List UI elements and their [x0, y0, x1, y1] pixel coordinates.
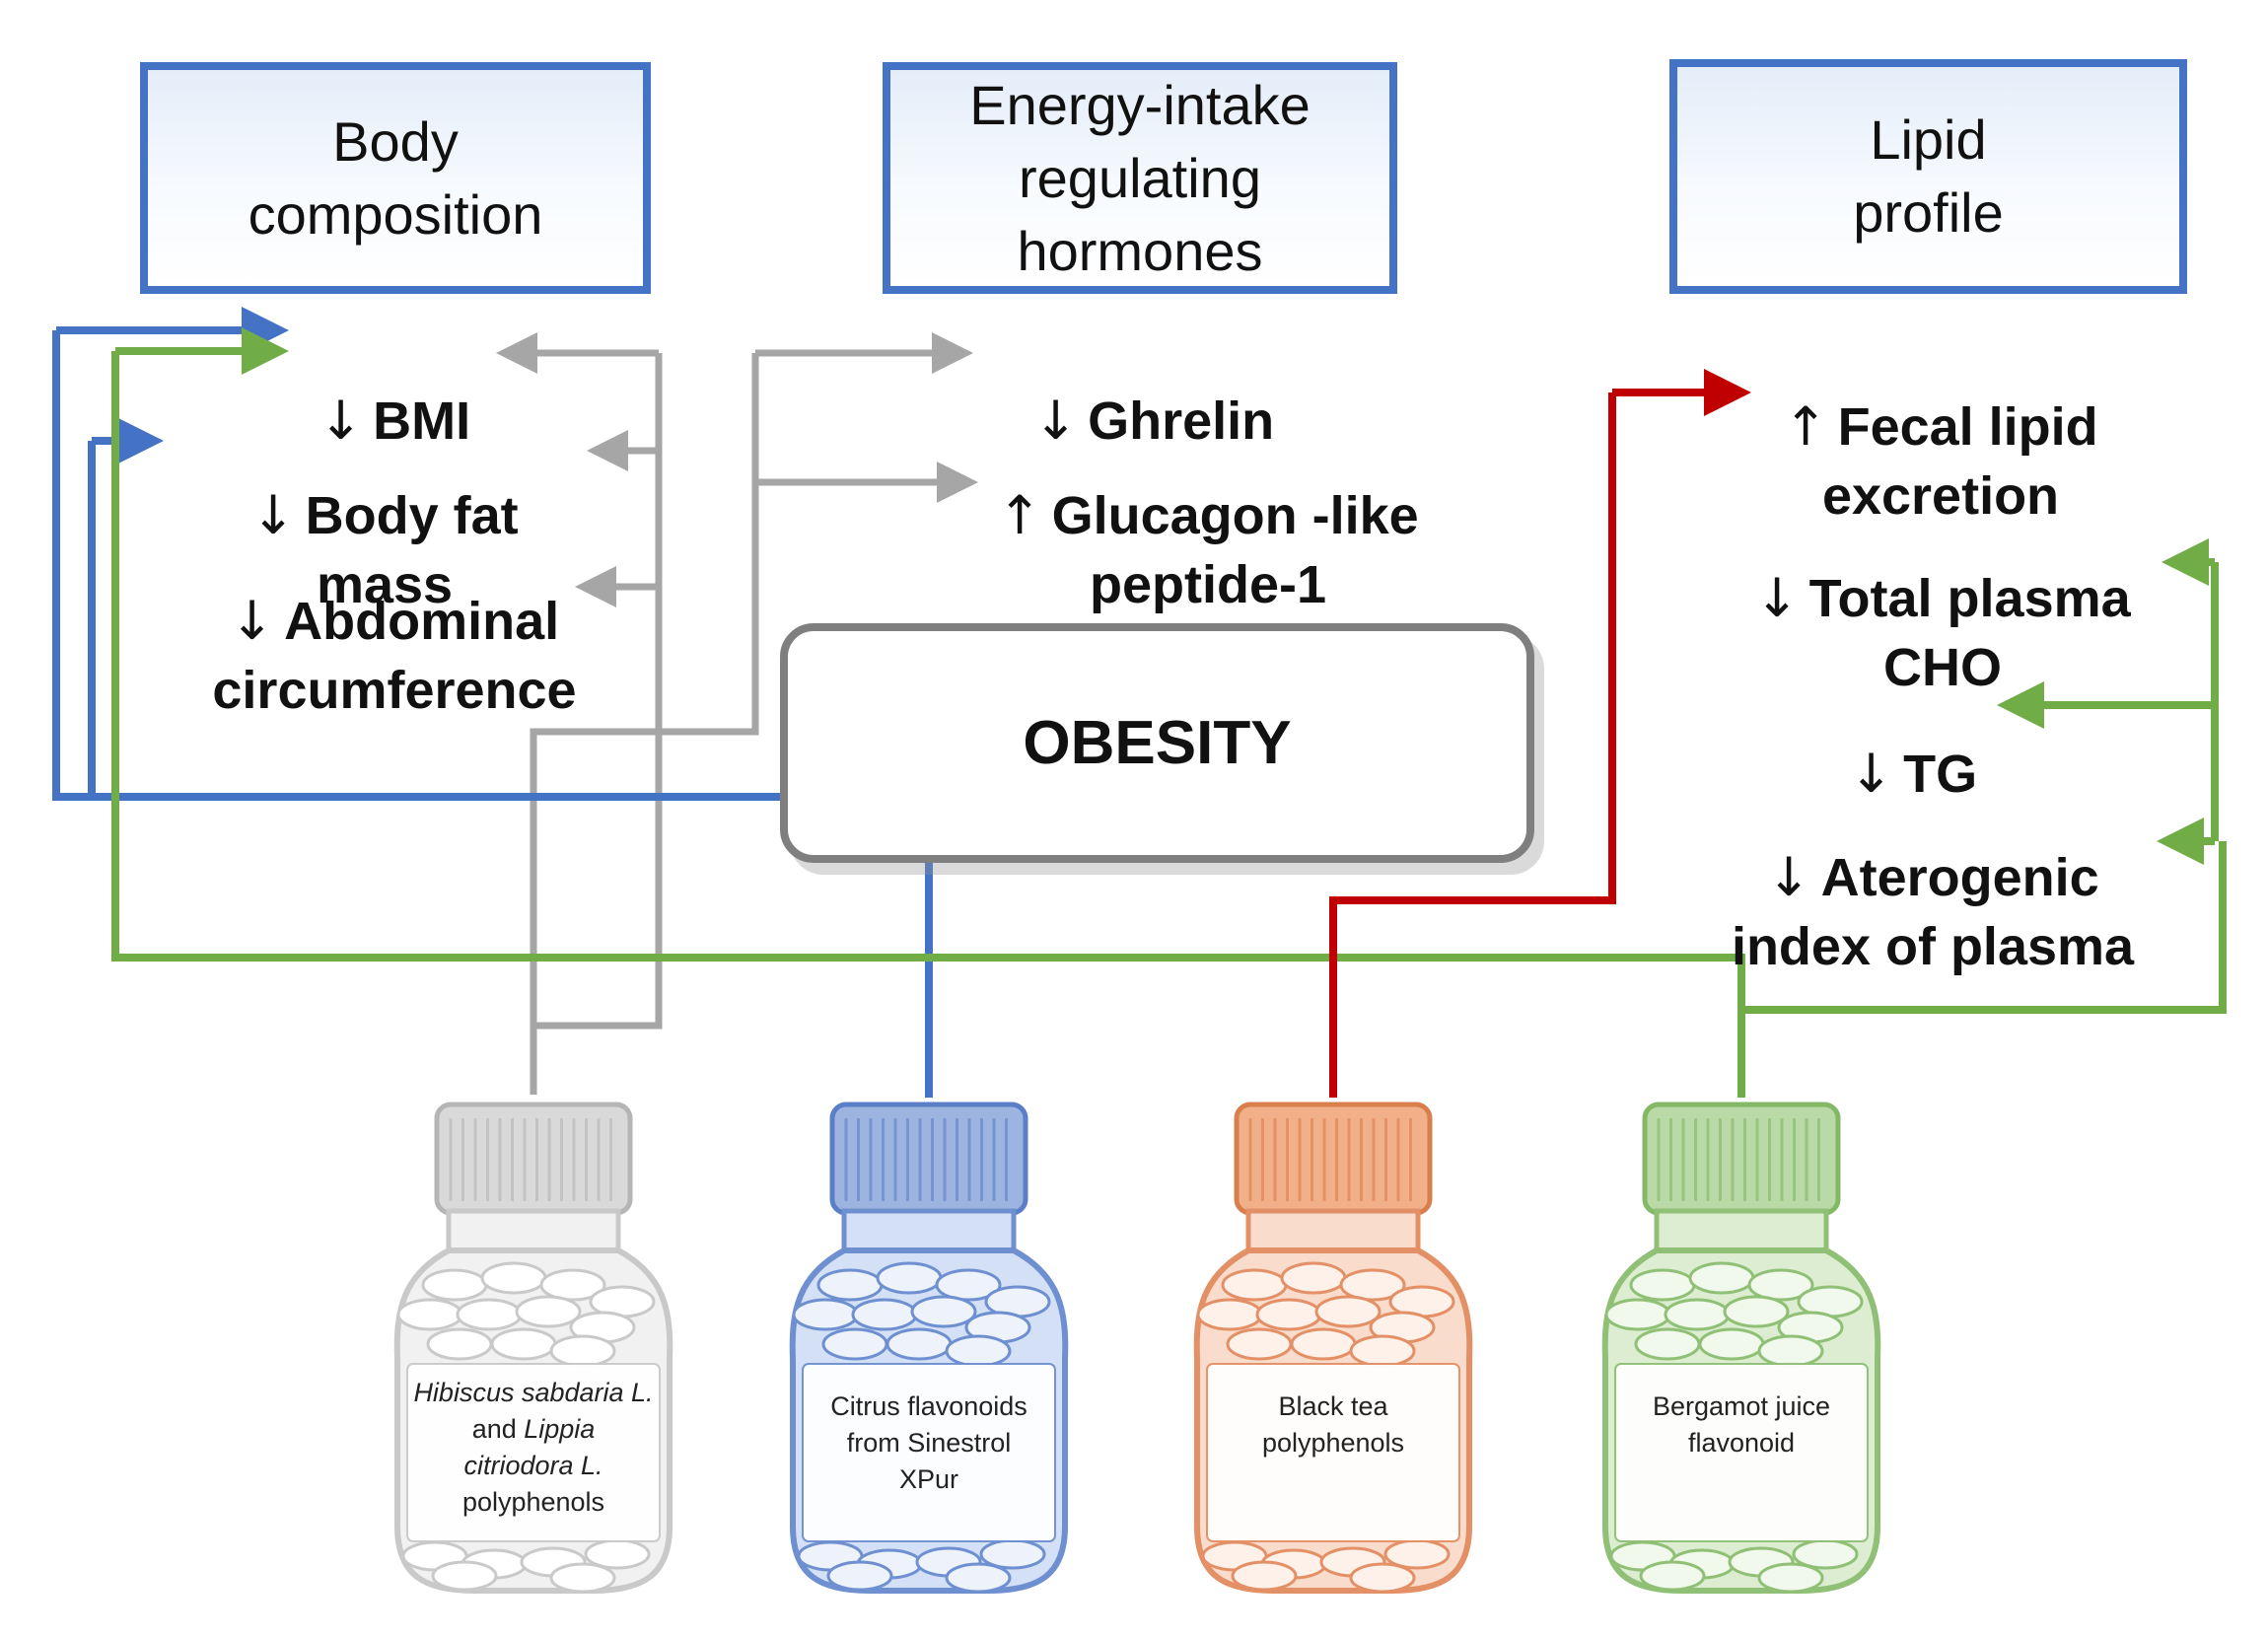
red-main-line: [1329, 392, 1616, 1098]
aip-text: Aterogenic index of plasma: [1731, 848, 2135, 976]
body-fat-text: Body fat mass: [305, 486, 519, 614]
blue-obesity-to-body-line: [52, 330, 780, 801]
fecal-text: Fecal lipid excretion: [1821, 397, 2098, 526]
green-to-lipid-line: [1741, 841, 2227, 1014]
down-arrow-icon: ↓: [229, 590, 275, 652]
bmi-item: ↓BMI: [296, 318, 493, 456]
obesity-box: OBESITY: [780, 623, 1534, 863]
down-arrow-icon: ↓: [1766, 846, 1811, 908]
down-arrow-icon: ↓: [250, 484, 296, 546]
italic-label-text: citriodora L.: [463, 1451, 603, 1480]
label-text: polyphenols: [461, 1487, 605, 1517]
lipid-profile-title: Lipid profile: [1853, 108, 2004, 244]
bmi-text: BMI: [373, 392, 471, 451]
cho-item: ↓Total plasma CHO: [1736, 495, 2150, 702]
bottle-label: Bergamot juice flavonoid: [1652, 1391, 1831, 1458]
hormones-box: Energy-intake regulating hormones: [883, 62, 1397, 294]
gray-trunk-line: [530, 353, 663, 1095]
red-connectors: [1329, 369, 1751, 1098]
green-connectors: [111, 327, 2227, 1098]
down-arrow-icon: ↓: [1032, 390, 1079, 452]
bottle-citrus-flavonoids: Citrus flavonoids from Sinestrol XPur: [781, 1093, 1077, 1605]
aip-item: ↓Aterogenic index of plasma: [1711, 774, 2155, 981]
tg-item: ↓TG: [1824, 671, 2002, 809]
bottle-graphic: [1193, 1102, 1473, 1594]
body-fat-item: ↓Body fat mass: [177, 412, 592, 619]
italic-label-text: Hibiscus sabdaria L.: [413, 1378, 654, 1407]
bottle-label: Hibiscus sabdaria L. and Lippia citriodo…: [399, 1375, 668, 1521]
cho-text: Total plasma CHO: [1808, 569, 2131, 697]
obesity-title: OBESITY: [1023, 709, 1292, 777]
down-arrow-icon: ↓: [318, 390, 364, 452]
body-composition-title: Body composition: [248, 109, 543, 246]
label-text: and: [471, 1414, 517, 1444]
bottle-graphic: [393, 1102, 673, 1594]
gray-connectors: [496, 332, 978, 1095]
glp1-item: ↑Glucagon -like peptide-1: [981, 412, 1435, 619]
bottle-black-tea: Black tea polyphenols: [1185, 1093, 1481, 1605]
bottle-hibiscus-lippia: Hibiscus sabdaria L. and Lippia citriodo…: [386, 1093, 681, 1605]
tg-text: TG: [1903, 745, 1978, 804]
lipid-profile-box: Lipid profile: [1669, 59, 2187, 294]
down-arrow-icon: ↓: [1754, 567, 1800, 629]
up-arrow-icon: ↑: [1783, 395, 1828, 458]
hormones-title: Energy-intake regulating hormones: [969, 73, 1311, 282]
bottle-label: Black tea polyphenols: [1261, 1391, 1405, 1458]
abdominal-text: Abdominal circumference: [212, 592, 577, 720]
up-arrow-icon: ↑: [997, 484, 1042, 546]
green-main-line: [111, 351, 1745, 1098]
bottle-label: Citrus flavonoids from Sinestrol XPur: [830, 1391, 1028, 1494]
ghrelin-text: Ghrelin: [1088, 392, 1275, 451]
fecal-item: ↑Fecal lipid excretion: [1743, 323, 2138, 531]
glp1-text: Glucagon -like peptide-1: [1051, 486, 1419, 614]
bottle-graphic: [1601, 1102, 1881, 1594]
abdominal-item: ↓Abdominal circumference: [187, 518, 602, 725]
italic-label-text: Lippia: [524, 1414, 596, 1444]
gray-to-hormones-line: [530, 353, 759, 1026]
bottle-graphic: [789, 1102, 1069, 1594]
down-arrow-icon: ↓: [1848, 743, 1894, 805]
body-composition-box: Body composition: [140, 62, 651, 294]
bottle-bergamot: Bergamot juice flavonoid: [1594, 1093, 1889, 1605]
ghrelin-item: ↓Ghrelin: [996, 318, 1311, 456]
